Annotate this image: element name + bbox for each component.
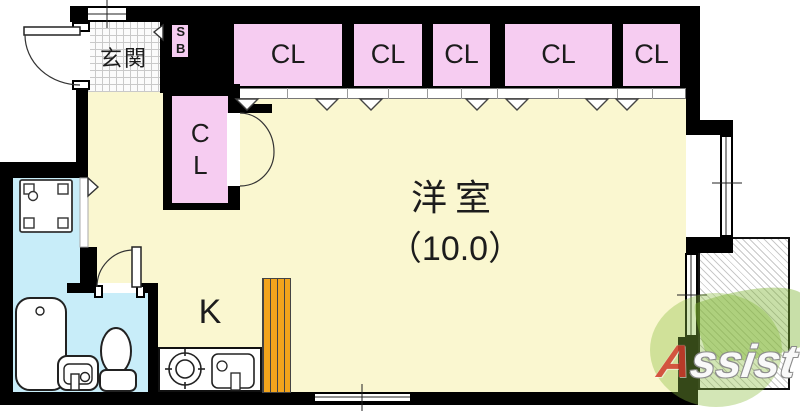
main-room-label: 洋室 — [330, 175, 580, 221]
closet-label: CL — [634, 39, 669, 70]
closet-top-2: CL — [354, 24, 422, 86]
kitchen-label: K — [190, 292, 230, 334]
entrance-door — [23, 26, 81, 86]
wall-left-lower — [0, 162, 13, 405]
washroom — [13, 178, 80, 292]
track-divider — [287, 88, 288, 99]
wall-bathroom-right — [148, 293, 158, 392]
main-room-name: 洋室 — [410, 177, 499, 219]
bathroom-jamb-right — [136, 285, 145, 298]
entrance-window — [86, 6, 128, 22]
closet-mid: CL — [172, 96, 228, 203]
logo-text: Assist — [654, 334, 800, 388]
logo-leaf-circle — [650, 293, 782, 407]
main-room-size-text: （10.0） — [387, 230, 523, 269]
wall-washroom-right — [80, 247, 97, 293]
bathroom-doorway — [97, 283, 140, 293]
closet-label: CL — [541, 39, 576, 70]
wall-right-upper — [686, 6, 700, 135]
closet-top-4: CL — [505, 24, 612, 86]
main-room-size: （10.0） — [330, 228, 580, 272]
track-divider — [497, 88, 498, 99]
track-divider — [652, 88, 653, 99]
kitchen-partition — [262, 278, 291, 393]
bathroom-jamb-left — [94, 285, 103, 298]
track-divider — [617, 88, 618, 99]
track-divider — [461, 88, 462, 99]
closet-label: CL — [270, 39, 306, 70]
track-divider — [388, 88, 389, 99]
closet-mid-door-opening — [227, 113, 240, 186]
entrance-label-text: 玄関 — [99, 45, 148, 71]
logo-letters-rest: ssist — [687, 335, 800, 387]
entrance-jamb-bottom — [72, 80, 90, 90]
closet-top-1: CL — [234, 24, 342, 86]
track-divider — [427, 88, 428, 99]
washroom-opening — [79, 177, 89, 248]
track-divider — [558, 88, 559, 99]
entrance-jamb-top — [72, 22, 90, 32]
wall-right-step — [686, 120, 733, 135]
closet-label: CL — [370, 39, 406, 70]
bathroom — [13, 292, 148, 392]
balcony — [698, 237, 790, 390]
shoebox: SB — [170, 23, 190, 59]
shoebox-label: SB — [173, 24, 189, 58]
entrance-hall — [88, 22, 160, 92]
bottom-wall-window — [313, 392, 412, 403]
kitchen-counter — [158, 347, 262, 392]
closet-top-3: CL — [433, 24, 490, 86]
wall-washroom-top — [0, 162, 88, 178]
wall-right-mid-block — [686, 237, 733, 253]
entrance-label: 玄関 — [88, 44, 160, 74]
closet-label: CL — [185, 117, 216, 182]
closet-top-5: CL — [623, 24, 680, 86]
closet-label: CL — [444, 39, 479, 70]
wall-right-lower — [678, 337, 698, 405]
right-wall-window — [720, 135, 733, 237]
kitchen-label-text: K — [198, 293, 222, 332]
track-divider — [347, 88, 348, 99]
